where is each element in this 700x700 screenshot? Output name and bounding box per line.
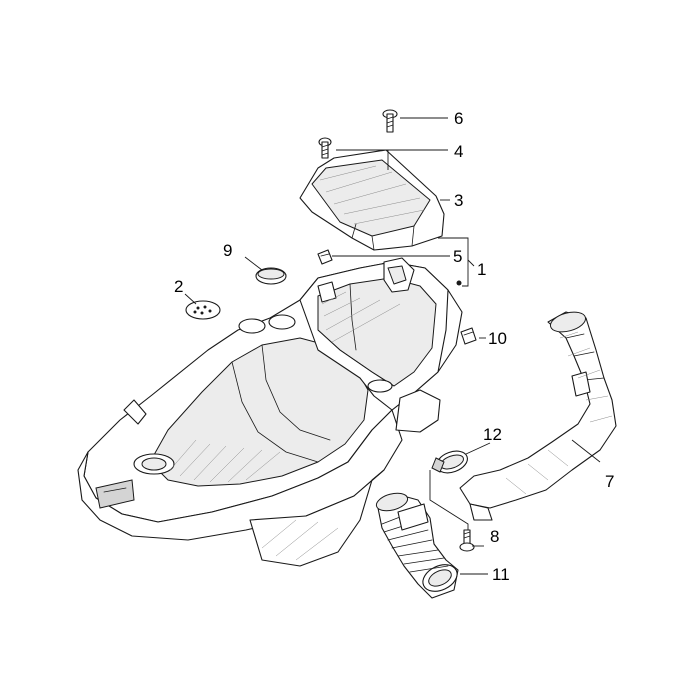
callout-1: 1 (477, 260, 486, 279)
part-corrugated-hose-11 (375, 492, 459, 599)
callout-9: 9 (223, 241, 232, 260)
leader-lines (184, 117, 601, 575)
part-screw-4 (318, 137, 332, 159)
callout-2: 2 (174, 277, 183, 296)
callout-5: 5 (453, 247, 462, 266)
part-bolt-8 (459, 529, 475, 552)
callout-11: 11 (492, 565, 510, 584)
part-helmet-compartment (77, 257, 463, 567)
callout-6: 6 (454, 109, 463, 128)
part-hose-clamp-12 (431, 450, 468, 474)
callout-7: 7 (605, 472, 614, 491)
part-plug-cap-9 (255, 267, 287, 285)
part-lid-cover (299, 149, 445, 251)
callout-4: 4 (454, 142, 463, 161)
callout-12: 12 (483, 425, 502, 444)
callout-3: 3 (454, 191, 463, 210)
callout-8: 8 (490, 527, 499, 546)
part-clip-nut-10 (460, 327, 477, 345)
part-grommet-2 (185, 300, 221, 320)
callout-labels: 1 2 3 4 5 6 7 8 9 10 11 12 (174, 109, 614, 584)
part-screw-6 (382, 109, 398, 133)
part-intake-duct-7 (459, 311, 617, 521)
part-clip-nut-5 (317, 249, 333, 265)
callout-10: 10 (488, 329, 507, 348)
